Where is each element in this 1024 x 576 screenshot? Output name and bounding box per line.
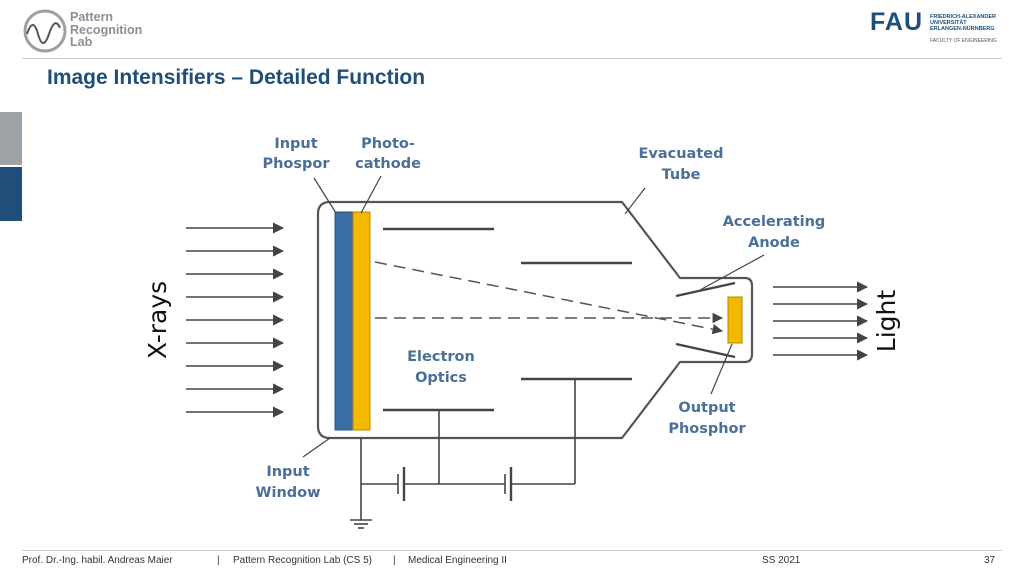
sidebar-marker-grey [0, 112, 22, 165]
pattern-recognition-lab-logo [23, 9, 67, 53]
label-input-phosphor-line2: Phospor [262, 156, 330, 172]
power-supply-circuit [350, 379, 576, 529]
label-light: Light [872, 290, 901, 353]
label-input-window-line2: Window [255, 485, 320, 501]
footer-divider [22, 550, 1002, 551]
footer-author: Prof. Dr.-Ing. habil. Andreas Maier [22, 555, 173, 566]
accelerating-anode [675, 281, 736, 359]
label-photocathode-line2: cathode [355, 156, 421, 172]
footer-semester: SS 2021 [762, 555, 801, 566]
lab-name: Pattern Recognition Lab [70, 10, 143, 49]
label-accelerating-anode: Accelerating [723, 214, 826, 230]
label-xrays: X-rays [143, 281, 172, 359]
header-divider [22, 58, 1002, 59]
label-input-phosphor: Input [274, 136, 317, 152]
fau-logo: FAU FRIEDRICH-ALEXANDER UNIVERSITÄT ERLA… [870, 8, 997, 44]
faculty-name: FACULTY OF ENGINEERING [930, 38, 997, 44]
xray-arrows [186, 222, 285, 418]
evacuated-tube-outline [316, 200, 754, 440]
label-leaders [302, 175, 765, 458]
photocathode-layer [352, 211, 371, 431]
university-name: FRIEDRICH-ALEXANDER UNIVERSITÄT ERLANGEN… [930, 14, 996, 32]
slide-title: Image Intensifiers – Detailed Function [47, 66, 426, 89]
footer-page-number: 37 [984, 555, 996, 566]
label-evacuated-tube-line2: Tube [662, 167, 701, 183]
input-phosphor-layer [334, 211, 354, 431]
label-output-phosphor-line2: Phosphor [668, 421, 746, 437]
footer-course: Medical Engineering II [408, 555, 507, 566]
label-electron-optics-line2: Optics [415, 370, 467, 386]
label-evacuated-tube: Evacuated [639, 146, 724, 162]
output-phosphor [727, 296, 743, 344]
footer-lab: Pattern Recognition Lab (CS 5) [233, 555, 372, 566]
light-arrows [773, 281, 869, 361]
label-input-window: Input [266, 464, 309, 480]
header: Pattern Recognition Lab FAU FRIEDRICH-AL… [0, 0, 1024, 58]
label-electron-optics: Electron [407, 349, 475, 365]
label-output-phosphor: Output [678, 400, 735, 416]
label-accelerating-anode-line2: Anode [748, 235, 800, 251]
fau-logo-mark: FAU [870, 8, 923, 36]
sidebar-marker-blue [0, 167, 22, 221]
footer-separator: | [217, 555, 220, 566]
electron-paths [374, 261, 724, 335]
label-photocathode: Photo- [361, 136, 415, 152]
footer-separator: | [393, 555, 396, 566]
